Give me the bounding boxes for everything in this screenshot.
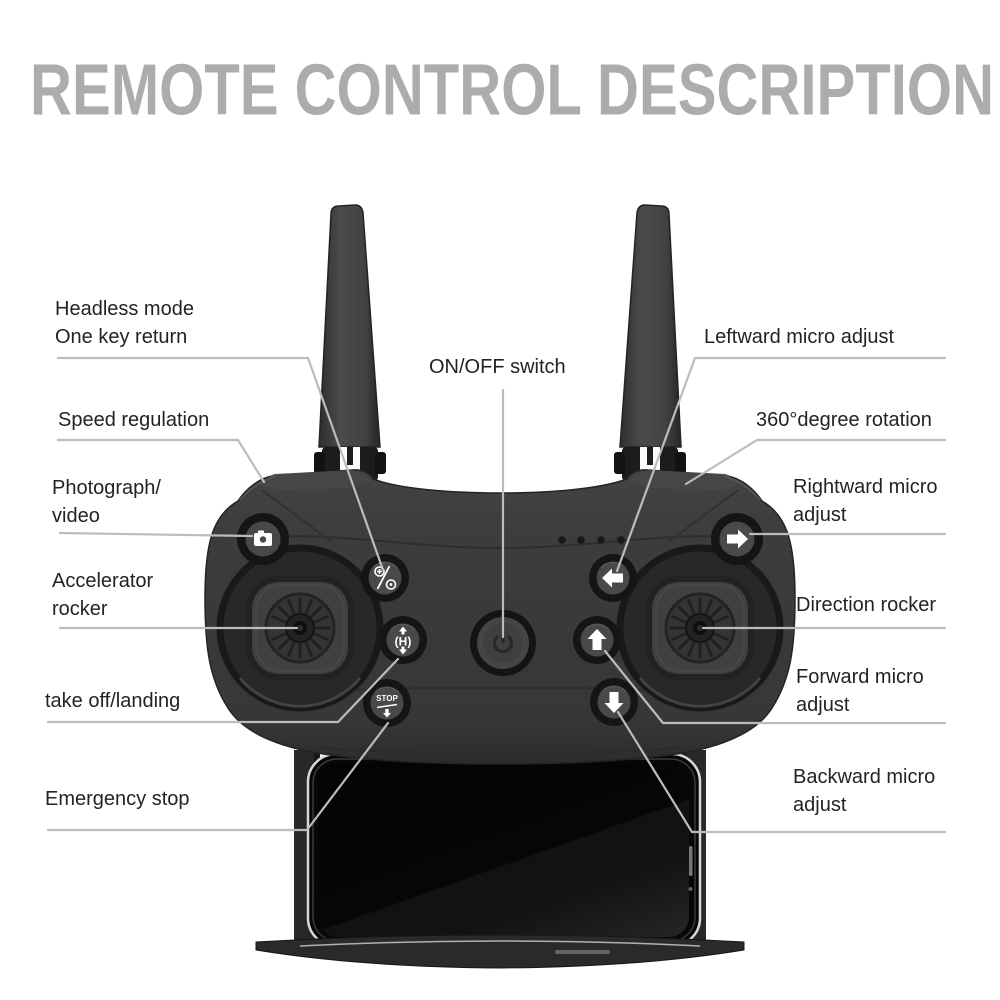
leader-leftward [615,356,947,573]
label-backward-micro-adjust: Backward micro adjust [793,766,936,816]
leader-backward [616,710,947,834]
emergency-stop-button: STOP [362,678,412,728]
power-button [470,610,536,676]
callout-leader-lines [46,356,947,834]
stop-icon: STOP [376,694,398,718]
phone-holder-tray [255,934,745,969]
plus-slash-minus-icon [374,565,397,590]
phone-side-button [689,846,693,876]
label-leftward-micro-adjust: Leftward micro adjust [704,326,895,348]
page-title: REMOTE CONTROL DESCRIPTION [30,49,995,131]
takeoff-landing-button: (H) [378,615,428,665]
rightward-trim-button [711,513,763,565]
right-antenna [614,204,686,481]
leader-takeoff [46,657,400,724]
leader-headless [56,356,385,572]
label-take-off-landing: take off/landing [45,690,181,712]
leftward-trim-button [588,553,638,603]
svg-text:STOP: STOP [376,694,398,703]
label-speed-regulation: Speed regulation [58,409,210,431]
leader-forward [603,649,947,725]
label-forward-micro-adjust: Forward micro adjust [796,666,924,716]
camera-icon [254,530,272,546]
label-360-degree-rotation: 360°degree rotation [756,409,932,431]
h-up-down-icon: (H) [395,626,412,655]
left-antenna [314,204,386,481]
smartphone [306,752,702,948]
label-accelerator-rocker: Accelerator rocker [52,570,154,620]
label-emergency-stop: Emergency stop [45,788,190,810]
label-direction-rocker: Direction rocker [796,594,937,616]
svg-text:(H): (H) [395,635,412,649]
leader-rotation [684,438,947,486]
speed-regulation-button [360,553,410,603]
leader-speed [56,438,266,484]
label-onoff-switch: ON/OFF switch [429,356,566,378]
label-photograph-video: Photograph/ video [52,477,161,527]
label-headless-mode: Headless mode One key return [55,298,194,348]
backward-trim-button [589,677,639,727]
leader-emergency [46,721,390,832]
led-indicators [558,536,625,544]
forward-trim-button [572,615,622,665]
phone-screen [318,763,689,937]
label-rightward-micro-adjust: Rightward micro adjust [793,476,938,526]
leader-photograph [58,531,254,538]
photo-video-button [237,513,289,565]
